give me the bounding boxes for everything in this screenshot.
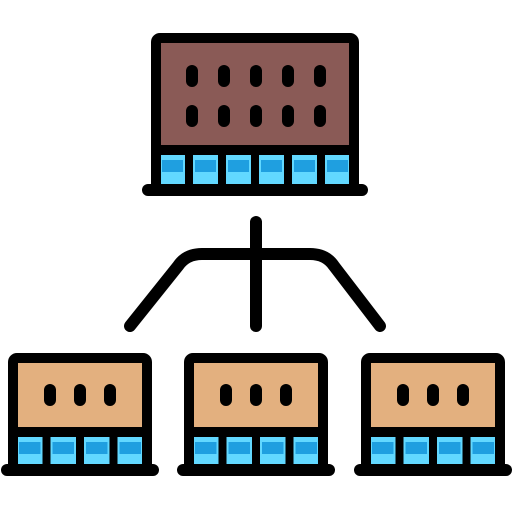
child-device-left [1, 353, 159, 476]
child-device-port-shade [119, 442, 141, 454]
top-device-hole [314, 65, 326, 87]
top-device-port-shade [261, 160, 282, 172]
top-device-hole [186, 65, 198, 87]
child-device-hole [74, 384, 86, 406]
child-device-hole [397, 384, 409, 406]
top-device-hole [218, 105, 230, 127]
top-device-body [151, 33, 359, 155]
child-device-center [177, 353, 335, 476]
top-device-ports [162, 150, 348, 190]
child-device-port-shade [228, 442, 250, 454]
child-device-port-shade [439, 442, 461, 454]
child-device-port-shade [295, 442, 317, 454]
child-device-port-shade [19, 442, 41, 454]
child-device-hole [250, 384, 262, 406]
child-device-hole [104, 384, 116, 406]
child-device-port-shade [472, 442, 494, 454]
child-device-port-shade [52, 442, 74, 454]
top-device-hole [282, 105, 294, 127]
child-device-hole [280, 384, 292, 406]
top-device-hole [282, 65, 294, 87]
top-device-holes [186, 65, 326, 127]
top-device-port-shade [228, 160, 249, 172]
child-devices [1, 353, 512, 476]
top-device-port-shade [327, 160, 348, 172]
top-device [142, 33, 368, 196]
child-device-hole [427, 384, 439, 406]
top-device-hole [218, 65, 230, 87]
top-device-port-shade [195, 160, 216, 172]
top-device-hole [186, 105, 198, 127]
child-device-port-shade [405, 442, 427, 454]
child-device-port-shade [372, 442, 394, 454]
connector-lines [124, 216, 386, 332]
connector-branches [124, 248, 386, 332]
child-device-port-shade [195, 442, 217, 454]
top-device-hole [250, 105, 262, 127]
child-device-hole [44, 384, 56, 406]
top-device-hole [250, 65, 262, 87]
child-device-port-shade [86, 442, 108, 454]
child-device-right [354, 353, 512, 476]
top-device-hole [314, 105, 326, 127]
child-device-hole [220, 384, 232, 406]
child-device-hole [457, 384, 469, 406]
top-device-port-shade [162, 160, 183, 172]
top-device-port-shade [294, 160, 315, 172]
child-device-port-shade [262, 442, 284, 454]
